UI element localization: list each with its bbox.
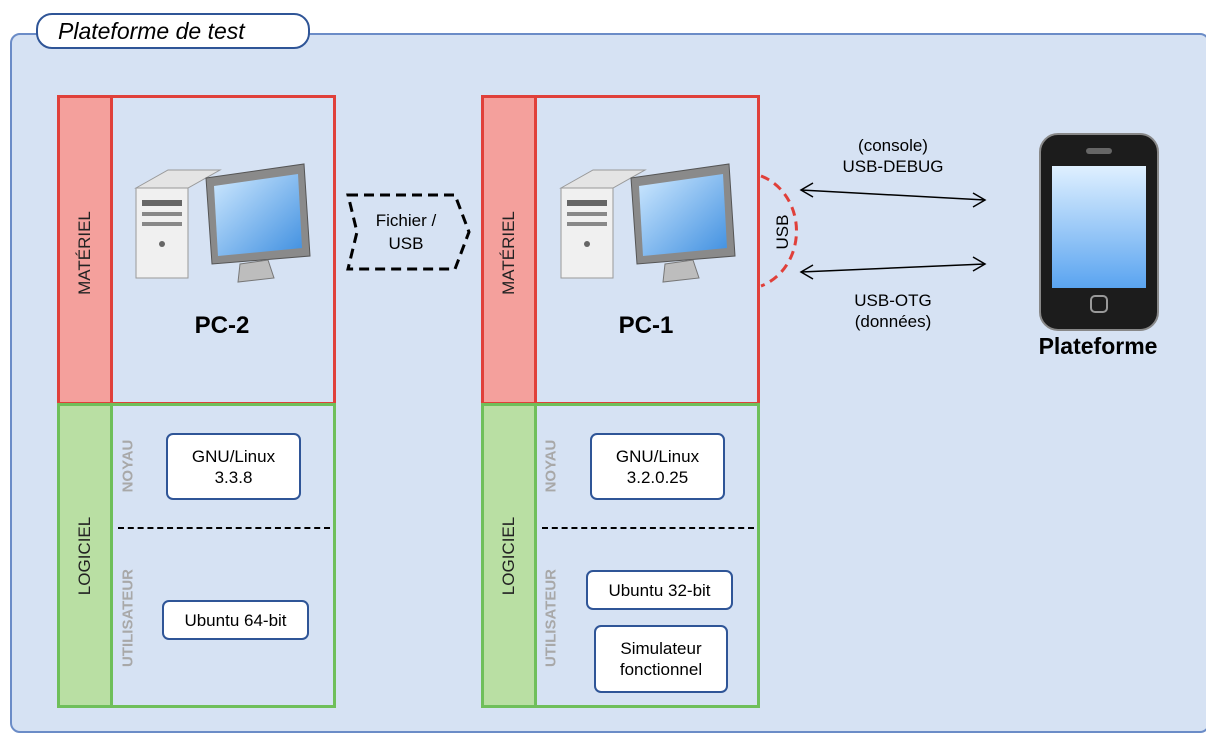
pc1-kernel-box: GNU/Linux 3.2.0.25 bbox=[590, 433, 725, 500]
pc1-simulator-line1: Simulateur bbox=[620, 639, 702, 658]
pc2-software-panel bbox=[110, 403, 336, 708]
usb-port-arc bbox=[760, 174, 798, 288]
pc2-kernel-box: GNU/Linux 3.3.8 bbox=[166, 433, 301, 500]
pc1-name: PC-1 bbox=[618, 312, 674, 339]
usb-port-label: USB bbox=[773, 214, 792, 250]
smartphone-icon bbox=[1039, 133, 1159, 331]
pc1-os-text: Ubuntu 32-bit bbox=[608, 580, 711, 600]
pc1-kernel-line2: 3.2.0.25 bbox=[626, 467, 689, 487]
debug-link-line1: (console) bbox=[858, 136, 928, 155]
pc1-user-label: UTILISATEUR bbox=[542, 568, 560, 668]
pc2-layer-divider bbox=[118, 527, 330, 529]
pc1-software-label: LOGICIEL bbox=[499, 516, 518, 596]
pc2-kernel-line1: GNU/Linux bbox=[191, 446, 276, 466]
pc2-user-label: UTILISATEUR bbox=[119, 568, 137, 668]
pc1-kernel-line1: GNU/Linux bbox=[615, 446, 700, 466]
pc2-kernel-line2: 3.3.8 bbox=[214, 467, 253, 487]
pc2-software-label: LOGICIEL bbox=[75, 516, 94, 596]
pc2-hardware-side: MATÉRIEL bbox=[57, 95, 113, 405]
otg-link-line2: (données) bbox=[854, 312, 932, 331]
frame-title: Plateforme de test bbox=[36, 13, 310, 49]
pc1-simulator-box: Simulateur fonctionnel bbox=[594, 625, 728, 693]
pc2-hardware-label: MATÉRIEL bbox=[75, 211, 94, 295]
pc2-kernel-label: NOYAU bbox=[119, 439, 137, 493]
pc1-kernel-label: NOYAU bbox=[542, 439, 560, 493]
pc1-simulator-line2: fonctionnel bbox=[619, 660, 703, 679]
pc1-os-box: Ubuntu 32-bit bbox=[586, 570, 733, 610]
pc1-layer-divider bbox=[542, 527, 754, 529]
pc1-software-panel bbox=[534, 403, 760, 708]
pc2-computer-icon bbox=[134, 163, 311, 283]
pc2-os-box: Ubuntu 64-bit bbox=[162, 600, 309, 640]
transfer-shape bbox=[346, 193, 471, 271]
device-name: Plateforme bbox=[1038, 333, 1158, 359]
pc2-os-text: Ubuntu 64-bit bbox=[184, 610, 287, 630]
transfer-line1: Fichier / bbox=[375, 211, 437, 230]
pc2-software-side: LOGICIEL bbox=[57, 403, 113, 708]
transfer-line2: USB bbox=[388, 234, 424, 253]
pc1-computer-icon bbox=[559, 163, 736, 283]
pc1-hardware-side: MATÉRIEL bbox=[481, 95, 537, 405]
debug-link-line2: USB-DEBUG bbox=[842, 157, 944, 176]
pc2-name: PC-2 bbox=[194, 312, 250, 339]
connection-arrows bbox=[799, 182, 987, 280]
pc1-hardware-label: MATÉRIEL bbox=[499, 211, 518, 295]
pc1-software-side: LOGICIEL bbox=[481, 403, 537, 708]
otg-link-line1: USB-OTG bbox=[854, 291, 932, 310]
